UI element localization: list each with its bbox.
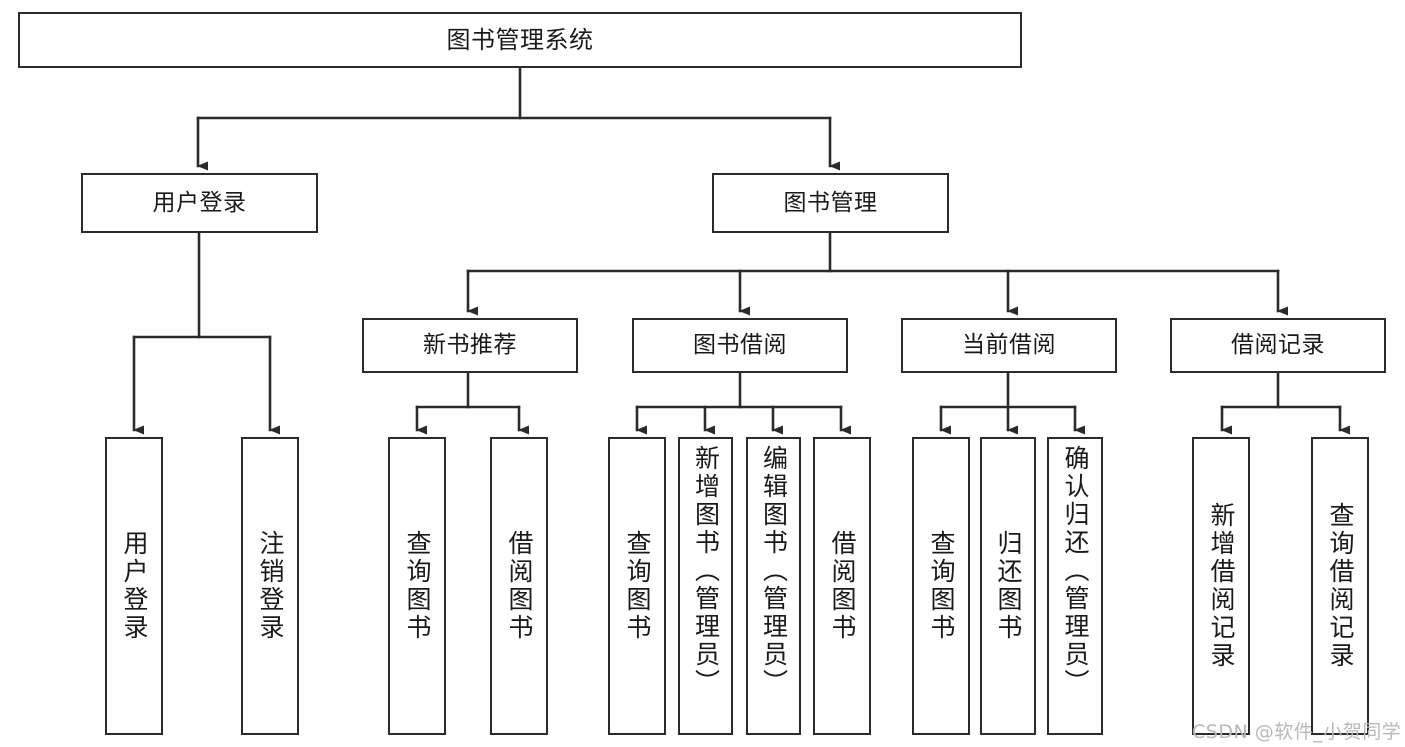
node-label: 图书管理系统: [446, 26, 594, 54]
node-label: 借阅图书: [505, 530, 534, 642]
node-label: 借阅记录: [1231, 332, 1325, 358]
node-label: 归还图书: [994, 530, 1023, 642]
node-current-borrow[interactable]: 当前借阅: [901, 318, 1117, 373]
node-label: 查询图书: [403, 530, 432, 642]
node-label: 确认归还（管理员）: [1061, 445, 1090, 697]
leaf-user-login[interactable]: 用户登录: [105, 437, 163, 735]
leaf-add-book-admin[interactable]: 新增图书（管理员）: [678, 437, 733, 735]
leaf-logout[interactable]: 注销登录: [241, 437, 299, 735]
node-label: 当前借阅: [962, 332, 1056, 358]
leaf-query-borrow-record[interactable]: 查询借阅记录: [1311, 437, 1369, 735]
leaf-new-book-query[interactable]: 查询图书: [388, 437, 446, 735]
node-label: 新增借阅记录: [1207, 502, 1236, 670]
node-label: 图书借阅: [693, 332, 787, 358]
node-label: 图书管理: [783, 189, 878, 216]
csdn-watermark: CSDN @软件_小贺同学: [1192, 721, 1402, 743]
node-label: 查询借阅记录: [1326, 502, 1355, 670]
node-label: 用户登录: [120, 530, 149, 642]
node-label: 新书推荐: [423, 332, 517, 358]
leaf-add-borrow-record[interactable]: 新增借阅记录: [1192, 437, 1250, 735]
node-label: 注销登录: [256, 530, 285, 642]
leaf-edit-book-admin[interactable]: 编辑图书（管理员）: [746, 437, 801, 735]
node-label: 借阅图书: [828, 530, 857, 642]
node-label: 新增图书（管理员）: [691, 445, 721, 697]
leaf-borrow-query-book[interactable]: 查询图书: [608, 437, 666, 735]
node-user-login[interactable]: 用户登录: [81, 173, 318, 233]
leaf-new-book-borrow[interactable]: 借阅图书: [490, 437, 548, 735]
node-new-book-recommend[interactable]: 新书推荐: [362, 318, 578, 373]
node-borrow-record[interactable]: 借阅记录: [1170, 318, 1386, 373]
node-root-system[interactable]: 图书管理系统: [18, 12, 1022, 68]
node-label: 用户登录: [152, 189, 247, 216]
node-book-borrow[interactable]: 图书借阅: [632, 318, 848, 373]
leaf-current-query-book[interactable]: 查询图书: [912, 437, 970, 735]
leaf-return-book[interactable]: 归还图书: [980, 437, 1036, 735]
node-book-management[interactable]: 图书管理: [712, 173, 949, 233]
node-label: 查询图书: [927, 530, 956, 642]
leaf-confirm-return-admin[interactable]: 确认归还（管理员）: [1047, 437, 1103, 735]
leaf-borrow-book[interactable]: 借阅图书: [813, 437, 871, 735]
node-label: 编辑图书（管理员）: [759, 445, 789, 697]
node-label: 查询图书: [623, 530, 652, 642]
